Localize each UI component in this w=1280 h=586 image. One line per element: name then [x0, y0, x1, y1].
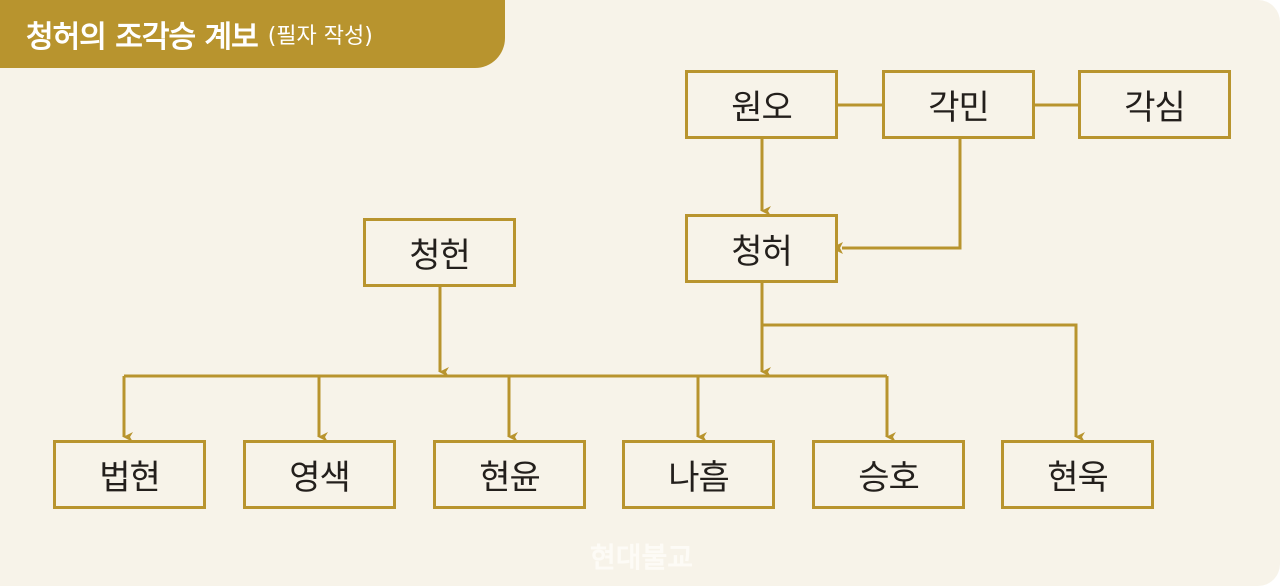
node-cheongheon: 청헌	[363, 218, 516, 287]
node-gakmin: 각민	[882, 70, 1035, 139]
title-banner: 청허의 조각승 계보 (필자 작성)	[0, 0, 505, 68]
node-cheongheo: 청허	[685, 214, 838, 283]
arrow-gakmin-cheongheo	[831, 139, 962, 254]
node-wono: 원오	[685, 70, 838, 139]
arrow-cheongheo-hyeonuk	[762, 323, 1085, 442]
node-beophyeon: 법현	[53, 440, 206, 509]
node-hyeonyun: 현윤	[433, 440, 586, 509]
diagram-subtitle: (필자 작성)	[267, 24, 373, 49]
node-naheum: 나흠	[622, 440, 775, 509]
node-seungho: 승호	[812, 440, 965, 509]
node-hyeonuk: 현욱	[1001, 440, 1154, 509]
node-yeongsaek: 영색	[243, 440, 396, 509]
watermark: 현대불교	[590, 541, 694, 574]
diagram-title: 청허의 조각승 계보	[26, 20, 259, 55]
node-gaksim: 각심	[1078, 70, 1231, 139]
